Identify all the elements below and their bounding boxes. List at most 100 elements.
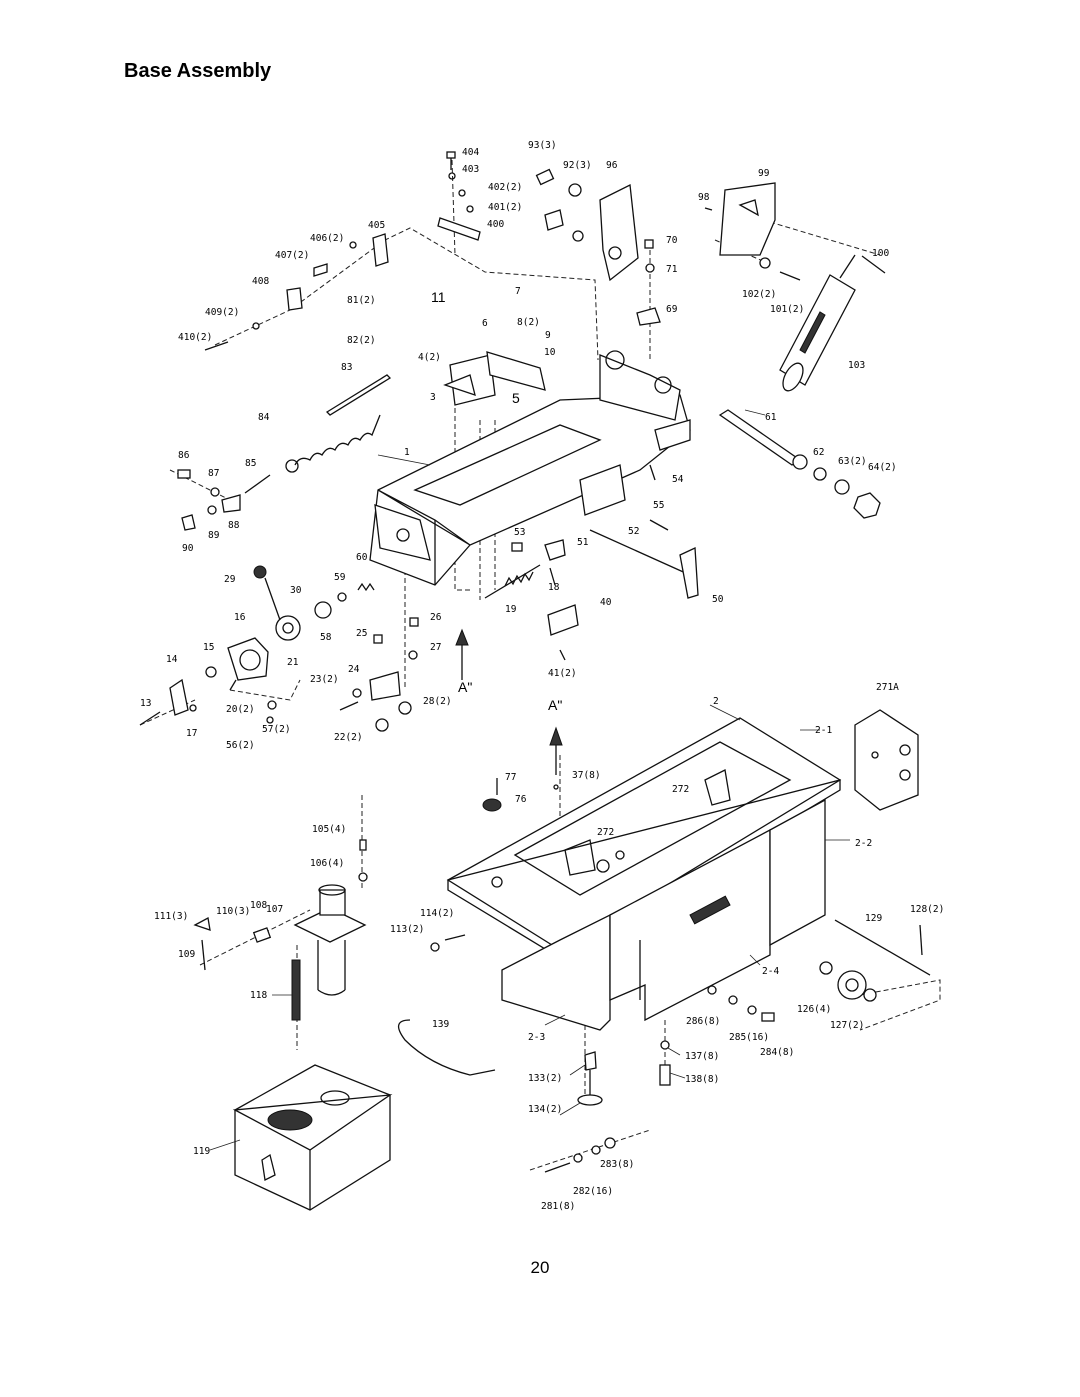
label-63: 63(2) xyxy=(838,456,867,467)
label-126: 126(4) xyxy=(797,1004,831,1015)
label-58: 58 xyxy=(320,632,332,643)
label-139: 139 xyxy=(432,1019,449,1030)
pump-107 xyxy=(193,839,368,1021)
label-105: 105(4) xyxy=(312,824,346,835)
label-19: 19 xyxy=(505,604,517,615)
part-99-block xyxy=(704,182,886,281)
label-30: 30 xyxy=(290,585,302,596)
label-51: 51 xyxy=(577,537,589,548)
label-10: 10 xyxy=(544,347,556,358)
label-60: 60 xyxy=(356,552,368,563)
stand-cabinet xyxy=(501,798,826,1031)
label-134: 134(2) xyxy=(528,1104,562,1115)
part-labels: 404 403 402(2) 401(2) 400 405 406(2) 407… xyxy=(140,140,944,1212)
label-400: 400 xyxy=(487,219,504,230)
label-24: 24 xyxy=(348,664,360,675)
hydraulic-cylinder-103 xyxy=(779,254,856,392)
label-3: 3 xyxy=(430,392,436,403)
label-64: 64(2) xyxy=(868,462,897,473)
label-27: 27 xyxy=(430,642,441,653)
label-4: 4(2) xyxy=(418,352,441,363)
label-a-upper: A" xyxy=(458,679,472,695)
parts-69-71 xyxy=(636,239,661,326)
label-90: 90 xyxy=(182,543,194,554)
stand-table-2 xyxy=(446,717,842,959)
label-40: 40 xyxy=(600,597,612,608)
label-92: 92(3) xyxy=(563,160,592,171)
label-407: 407(2) xyxy=(275,250,309,261)
label-129: 129 xyxy=(865,913,882,924)
label-8: 8(2) xyxy=(517,317,540,328)
bracket-96 xyxy=(535,168,639,282)
label-403: 403 xyxy=(462,164,479,175)
label-15: 15 xyxy=(203,642,214,653)
label-84: 84 xyxy=(258,412,270,423)
shaft-61 xyxy=(718,409,881,519)
label-282: 282(16) xyxy=(573,1186,613,1197)
label-41: 41(2) xyxy=(548,668,577,679)
label-61: 61 xyxy=(765,412,777,423)
label-108: 108 xyxy=(250,900,267,911)
label-22: 22(2) xyxy=(334,732,363,743)
label-93: 93(3) xyxy=(528,140,557,151)
label-9: 9 xyxy=(545,330,551,341)
label-271a: 271A xyxy=(876,682,899,693)
label-14: 14 xyxy=(166,654,178,665)
label-96: 96 xyxy=(606,160,618,171)
label-89: 89 xyxy=(208,530,220,541)
bracket-40 xyxy=(547,604,579,636)
label-87: 87 xyxy=(208,468,219,479)
label-101: 101(2) xyxy=(770,304,804,315)
label-29: 29 xyxy=(224,574,236,585)
label-18: 18 xyxy=(548,582,560,593)
label-7: 7 xyxy=(515,286,521,297)
label-52: 52 xyxy=(628,526,639,537)
label-99: 99 xyxy=(758,168,770,179)
label-17: 17 xyxy=(186,728,197,739)
label-409: 409(2) xyxy=(205,307,239,318)
label-23: 23(2) xyxy=(310,674,339,685)
label-28: 28(2) xyxy=(423,696,452,707)
label-133: 133(2) xyxy=(528,1073,562,1084)
label-127: 127(2) xyxy=(830,1020,864,1031)
label-408: 408 xyxy=(252,276,269,287)
label-107: 107 xyxy=(266,904,283,915)
label-402: 402(2) xyxy=(488,182,522,193)
label-2-3: 2-3 xyxy=(528,1032,545,1043)
page-title: Base Assembly xyxy=(124,60,272,82)
label-102: 102(2) xyxy=(742,289,776,300)
label-410: 410(2) xyxy=(178,332,212,343)
clamp-bracket-parts xyxy=(204,151,481,351)
label-281: 281(8) xyxy=(541,1201,575,1212)
label-76: 76 xyxy=(515,794,527,805)
label-21: 21 xyxy=(287,657,299,668)
label-283: 283(8) xyxy=(600,1159,634,1170)
leveling-feet xyxy=(577,985,775,1106)
label-2: 2 xyxy=(713,696,719,707)
label-37: 37(8) xyxy=(572,770,601,781)
label-25: 25 xyxy=(356,628,367,639)
label-111: 111(3) xyxy=(154,911,188,922)
block-parts-22-28 xyxy=(339,617,566,732)
label-1: 1 xyxy=(404,447,410,458)
label-26: 26 xyxy=(430,612,442,623)
leader-lines xyxy=(209,409,850,1151)
label-404: 404 xyxy=(462,147,479,158)
coolant-tank-119 xyxy=(232,1064,393,1211)
label-50: 50 xyxy=(712,594,724,605)
parts-76-77 xyxy=(482,778,559,812)
lead-screw-19 xyxy=(484,564,541,599)
label-285: 285(16) xyxy=(729,1032,769,1043)
saw-base-frame xyxy=(369,350,691,586)
label-5: 5 xyxy=(512,390,520,406)
label-109: 109 xyxy=(178,949,195,960)
label-406: 406(2) xyxy=(310,233,344,244)
label-62: 62 xyxy=(813,447,824,458)
label-118: 118 xyxy=(250,990,267,1001)
label-56: 56(2) xyxy=(226,740,255,751)
label-59: 59 xyxy=(334,572,346,583)
handwheel-assembly xyxy=(139,565,375,726)
label-114: 114(2) xyxy=(420,908,454,919)
control-box-271a xyxy=(854,709,919,811)
label-128: 128(2) xyxy=(910,904,944,915)
